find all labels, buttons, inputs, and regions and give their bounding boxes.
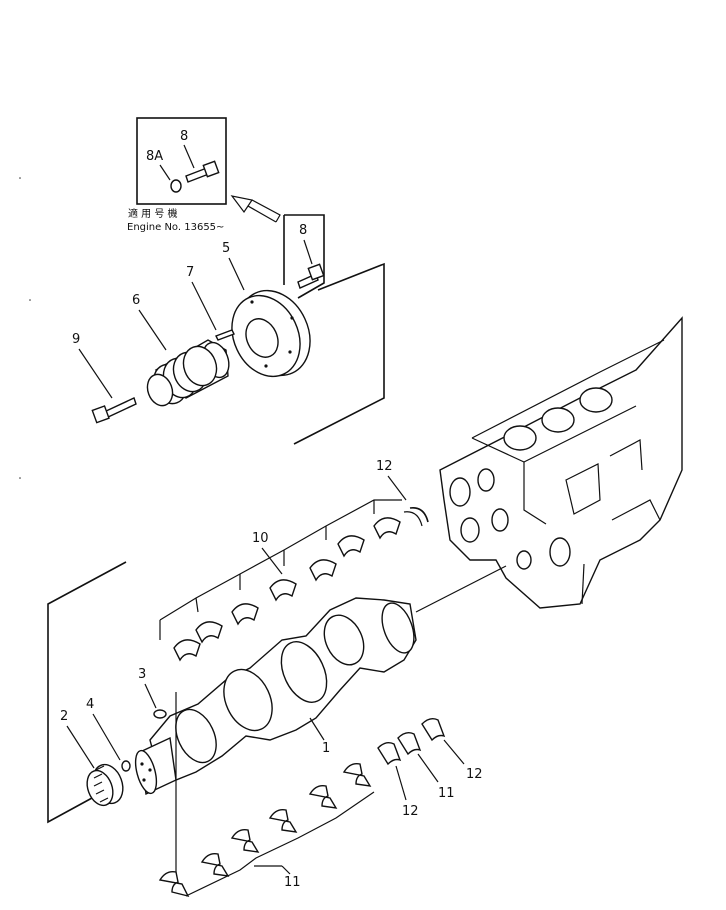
upper-bearings — [173, 517, 401, 662]
inset-note-en: Engine No. 13655~ — [127, 222, 224, 233]
callout-10: 10 — [252, 531, 269, 546]
damper-part — [231, 289, 311, 378]
lower-bearings — [158, 762, 372, 898]
callout-11-right: 11 — [438, 786, 455, 801]
callout-12-lower-a: 12 — [402, 804, 419, 819]
engine-block — [439, 316, 683, 609]
inset-box: 8 8A 適 用 号 機 Engine No. 13655~ — [127, 117, 227, 233]
thrust-washer-top — [409, 506, 429, 523]
callout-6: 6 — [132, 293, 140, 308]
bolt-9-part — [91, 397, 137, 424]
callout-1: 1 — [322, 741, 330, 756]
crankshaft-part — [134, 565, 507, 796]
dowel-part — [215, 329, 235, 341]
callout-7: 7 — [186, 265, 194, 280]
callout-12-top: 12 — [376, 459, 393, 474]
inset-label-8a: 8A — [146, 149, 163, 164]
callout-9: 9 — [72, 332, 80, 347]
pin-part — [153, 709, 167, 719]
key-part — [121, 760, 131, 772]
inset-label-8: 8 — [180, 129, 188, 144]
inset-note-jp: 適 用 号 機 — [128, 207, 178, 220]
callout-2: 2 — [60, 709, 68, 724]
bolt-8-icon — [297, 263, 325, 289]
gear-group-bracket — [47, 561, 127, 824]
callout-5: 5 — [222, 241, 230, 256]
gear-part — [86, 763, 124, 807]
callout-8: 8 — [299, 223, 307, 238]
pulley-part — [146, 339, 230, 407]
inset-bolt-icon — [185, 160, 220, 183]
arrow-icon — [230, 195, 277, 223]
callout-4: 4 — [86, 697, 94, 712]
callout-3: 3 — [138, 667, 146, 682]
thrust-washers-lower — [377, 717, 446, 766]
pulley-group-bracket — [283, 214, 385, 445]
upper-bearing-bracket — [159, 499, 402, 640]
callout-11-bottom: 11 — [284, 875, 301, 890]
callout-12-lower-b: 12 — [466, 767, 483, 782]
inset-washer-icon — [170, 179, 182, 193]
